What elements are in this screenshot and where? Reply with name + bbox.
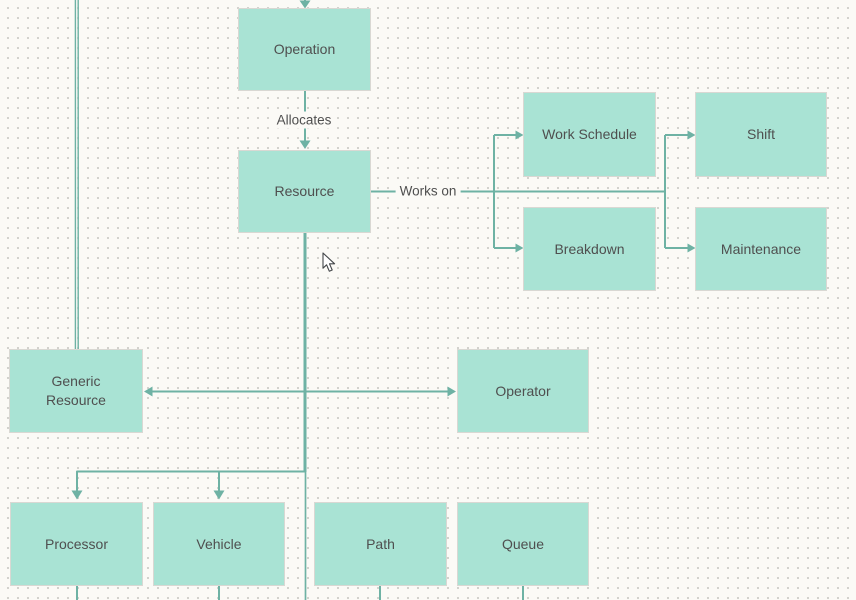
node-resource[interactable]: Resource [238,150,371,233]
node-label: Work Schedule [542,126,637,143]
node-label: Breakdown [554,240,625,257]
connector-bottom-stubs[interactable] [76,586,524,600]
node-label: Operator [495,382,551,399]
node-operation[interactable]: Operation [238,8,371,91]
node-label: Path [366,535,395,552]
connector-resource-trunk[interactable] [303,233,307,600]
connector-left-parallel-lines[interactable] [74,0,79,349]
edge-label-allocates[interactable]: Allocates [272,111,336,129]
node-label: Processor [44,535,109,552]
node-operator[interactable]: Operator [457,349,589,433]
node-processor[interactable]: Processor [10,502,143,586]
node-maintenance[interactable]: Maintenance [695,207,827,291]
node-label: Maintenance [720,240,802,257]
node-queue[interactable]: Queue [457,502,589,586]
node-vehicle[interactable]: Vehicle [153,502,285,586]
node-label: Resource [274,183,335,200]
node-label: Generic Resource [46,373,106,408]
mouse-cursor-icon [322,252,336,272]
node-label: Operation [273,41,336,58]
edge-label-works-on[interactable]: Works on [395,182,461,200]
node-label: Shift [746,126,775,143]
connector-trunk-processor-vehicle[interactable] [71,470,306,500]
node-shift[interactable]: Shift [695,92,827,177]
node-label: Vehicle [196,535,242,552]
node-path[interactable]: Path [314,502,447,586]
connector-generic-resource-operator[interactable] [144,386,456,397]
node-work-schedule[interactable]: Work Schedule [523,92,656,177]
node-label: Queue [501,535,545,552]
node-breakdown[interactable]: Breakdown [523,207,656,291]
node-generic-resource[interactable]: Generic Resource [9,349,143,433]
